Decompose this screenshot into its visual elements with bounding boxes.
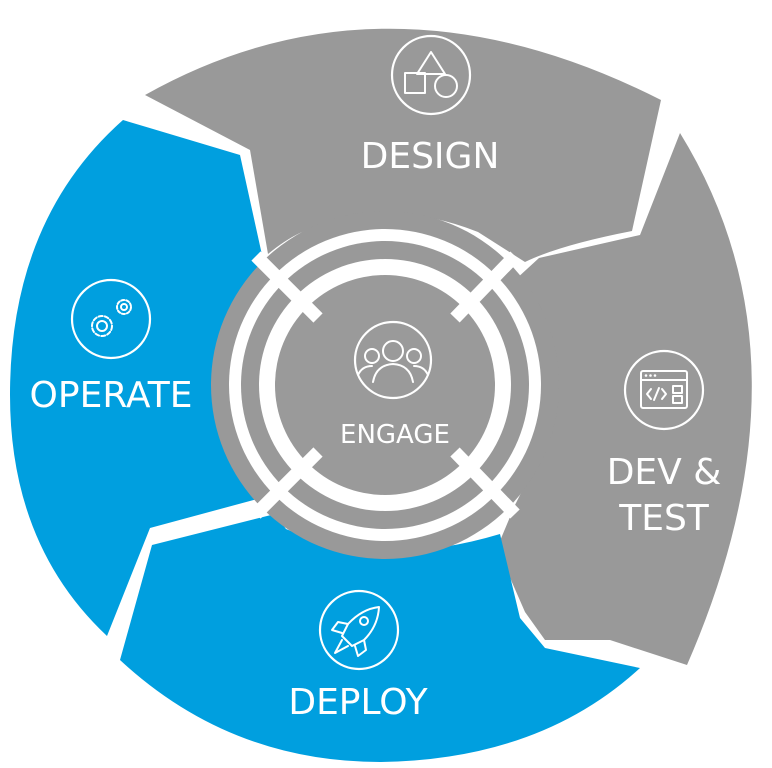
segment-operate[interactable] bbox=[10, 120, 272, 636]
ring-gap-sw bbox=[251, 447, 323, 519]
dev-test-label-line2: TEST bbox=[618, 498, 710, 539]
ring-gap-nw bbox=[251, 251, 323, 323]
center-hub[interactable] bbox=[275, 275, 495, 495]
rocket-icon bbox=[318, 589, 400, 671]
ring-gap-se bbox=[450, 447, 520, 519]
people-group-icon bbox=[353, 320, 433, 400]
deploy-label: DEPLOY bbox=[288, 682, 428, 723]
segment-dev-test[interactable] bbox=[497, 133, 752, 665]
shapes-icon bbox=[390, 34, 472, 116]
center-ring bbox=[211, 211, 559, 559]
segment-deploy[interactable] bbox=[120, 514, 640, 762]
dev-test-label-line1: DEV & bbox=[607, 452, 722, 493]
gears-icon bbox=[70, 278, 152, 360]
operate-label: OPERATE bbox=[30, 375, 193, 416]
design-label: DESIGN bbox=[361, 136, 500, 177]
segment-design[interactable] bbox=[145, 28, 661, 263]
ring-gap-ne bbox=[450, 251, 520, 323]
engage-label: ENGAGE bbox=[340, 420, 450, 450]
code-window-icon bbox=[623, 349, 705, 431]
